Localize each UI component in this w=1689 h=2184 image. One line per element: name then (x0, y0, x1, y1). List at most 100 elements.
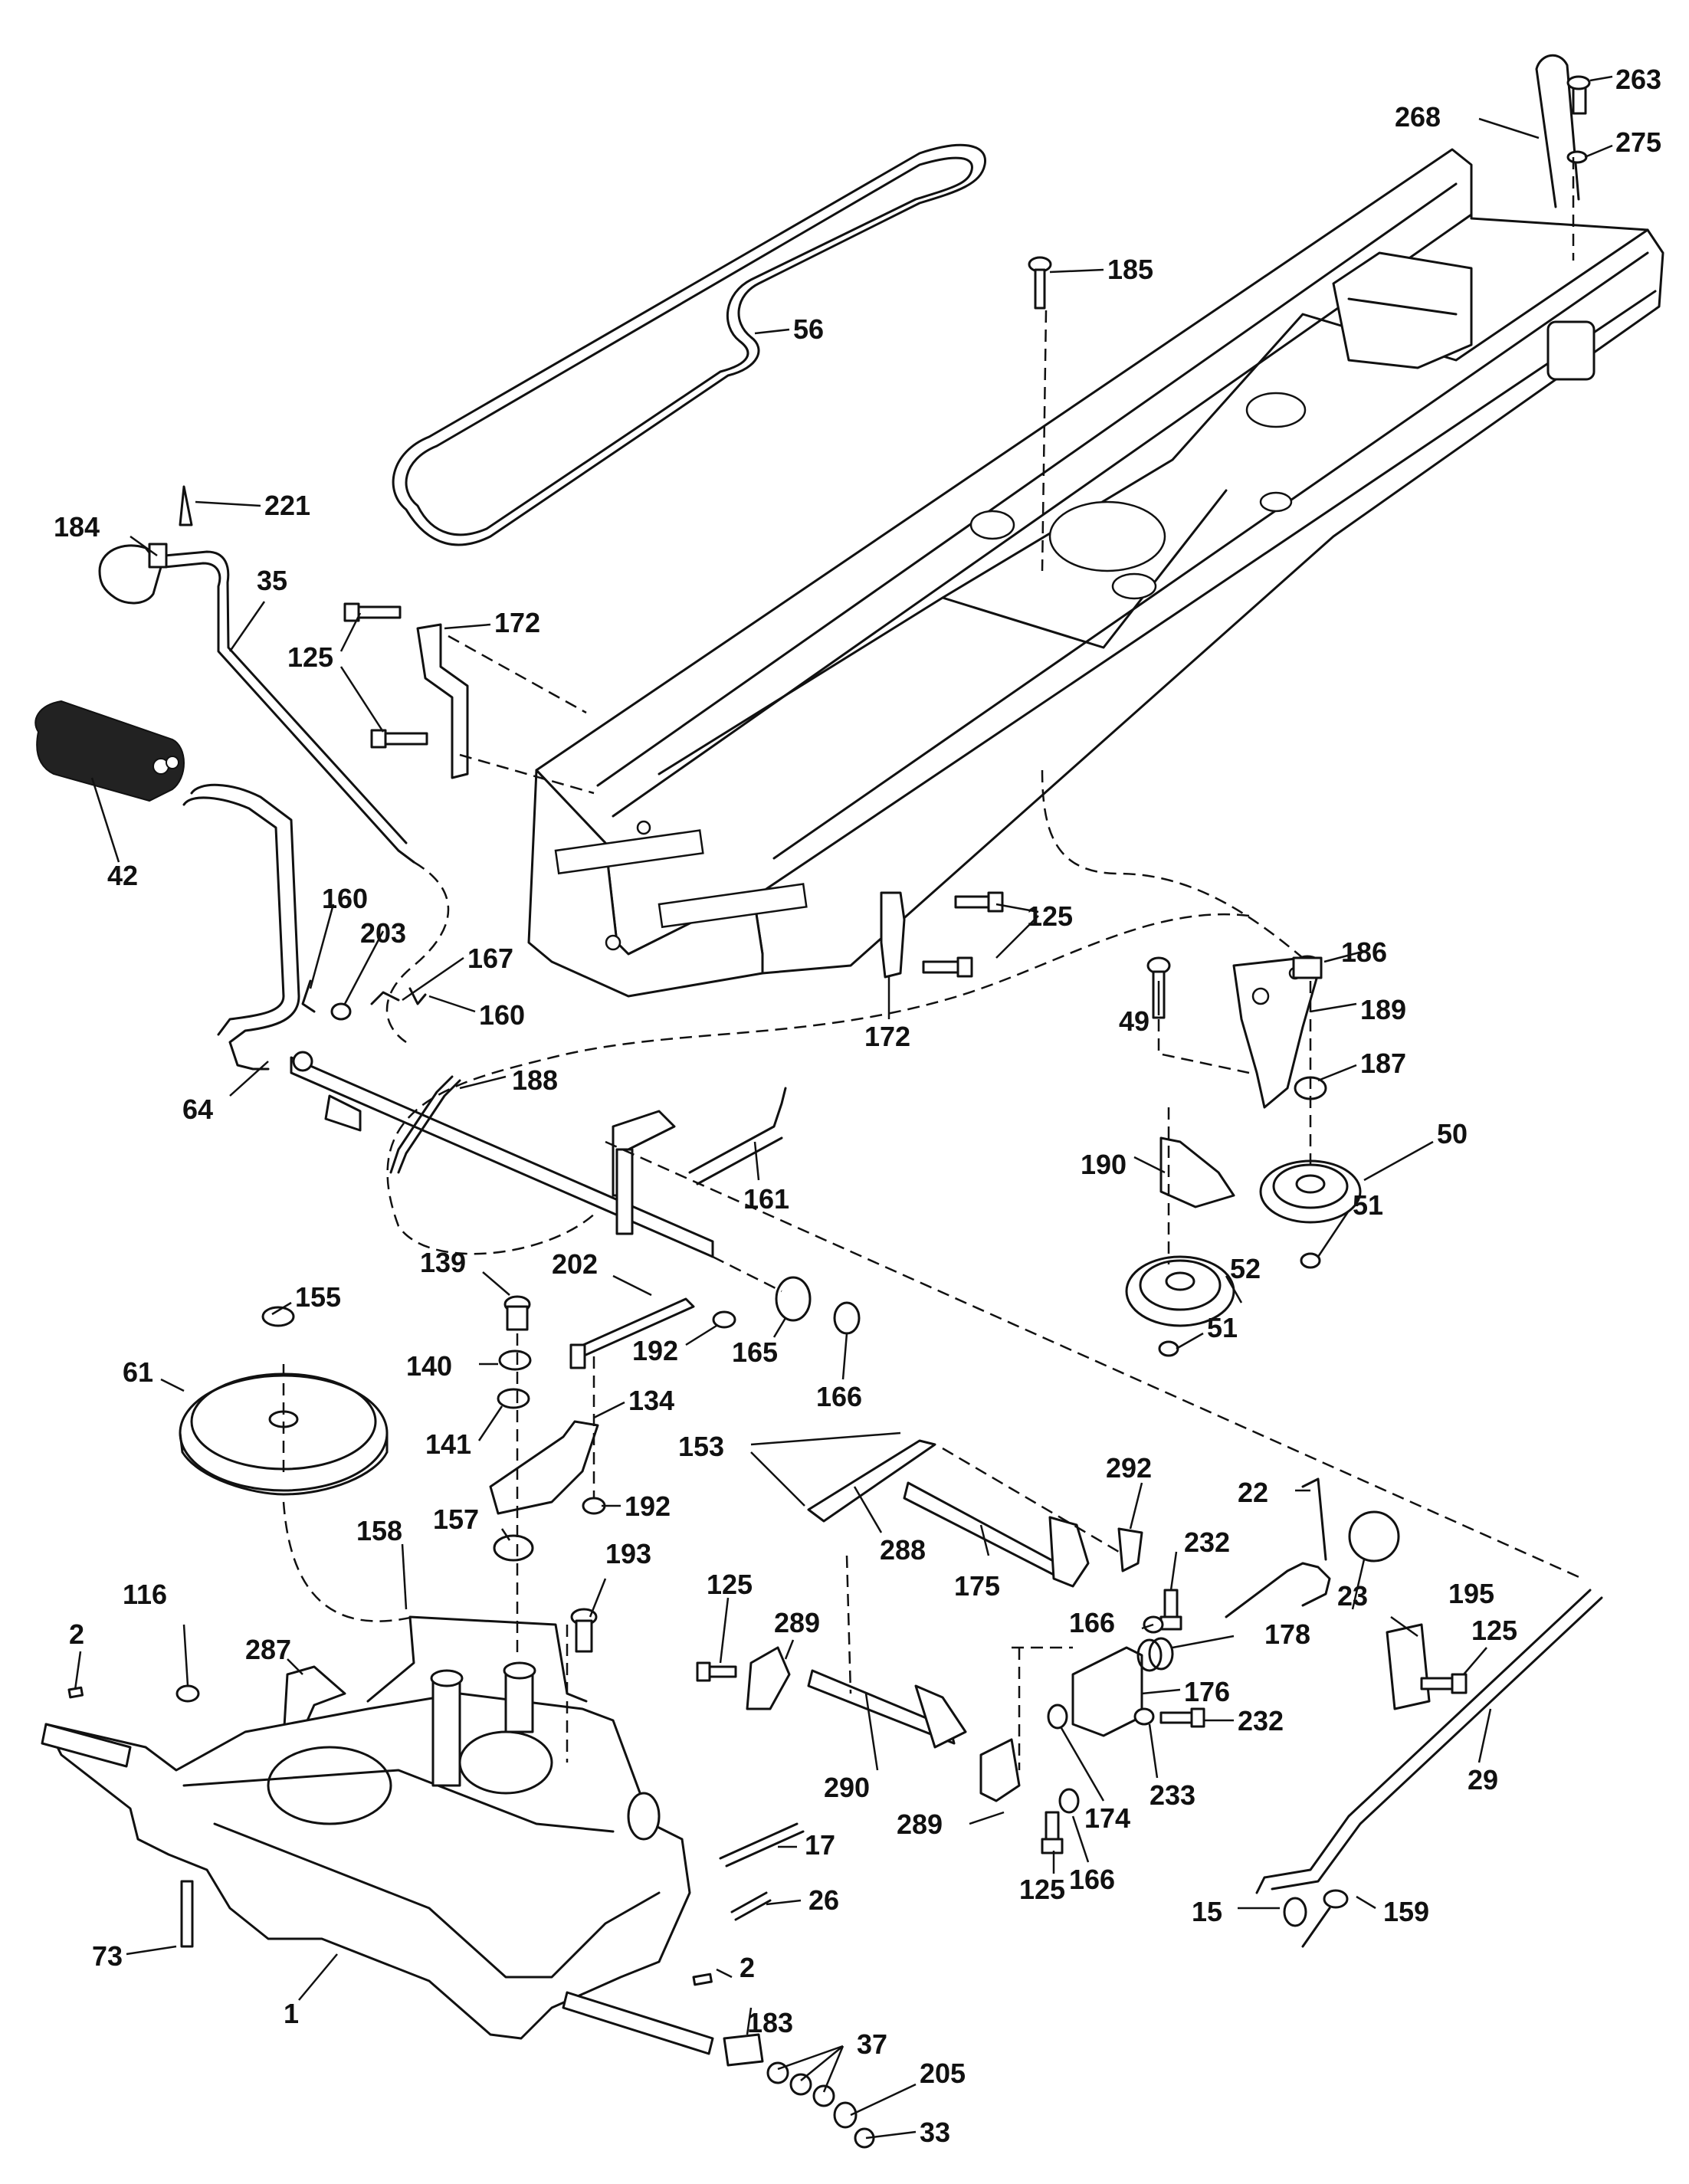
knob-184 (98, 543, 168, 605)
callout-166-upper: 166 (816, 1381, 862, 1412)
bolt-139 (503, 1295, 531, 1331)
callout-189: 189 (1360, 994, 1406, 1025)
callout-287: 287 (245, 1634, 291, 1665)
callout-205: 205 (920, 2058, 966, 2089)
callout-22: 22 (1238, 1477, 1268, 1508)
rod-29 (1255, 1589, 1603, 1894)
pedal-pad-42 (34, 700, 185, 802)
washer-166-lower (1058, 1788, 1080, 1814)
callout-125-right: 125 (1027, 900, 1073, 932)
callout-221: 221 (264, 490, 310, 521)
pulley-50 (1259, 1159, 1362, 1224)
bracket-134 (489, 1420, 599, 1515)
callout-labels: 263 268 275 185 56 221 184 35 172 125 42… (54, 64, 1661, 2148)
callout-134: 134 (628, 1385, 674, 1416)
callout-174: 174 (1084, 1802, 1130, 1834)
bushing-165 (775, 1276, 812, 1322)
callout-203: 203 (360, 917, 406, 949)
callout-125-bottom: 125 (1019, 1874, 1065, 1905)
callout-37: 37 (857, 2028, 887, 2060)
callout-289-upper: 289 (774, 1607, 820, 1638)
assembly-hidden-lines (282, 157, 1583, 1770)
callout-33: 33 (920, 2117, 950, 2148)
washer-275 (1566, 150, 1588, 164)
callout-141: 141 (425, 1428, 471, 1460)
callout-233: 233 (1150, 1779, 1195, 1811)
callout-160-right: 160 (479, 999, 525, 1031)
callout-292: 292 (1106, 1452, 1152, 1484)
callout-176: 176 (1184, 1676, 1230, 1707)
callout-195: 195 (1448, 1578, 1494, 1609)
callout-172-upper: 172 (494, 607, 540, 638)
callout-52: 52 (1230, 1253, 1261, 1284)
nut-116 (175, 1684, 200, 1703)
washer-174 (1047, 1704, 1068, 1730)
bolt-125-bottom (1041, 1811, 1064, 1854)
bracket-195 (1386, 1623, 1431, 1710)
callout-184: 184 (54, 511, 100, 543)
bracket-190 (1159, 1136, 1235, 1208)
callout-178: 178 (1264, 1618, 1310, 1650)
callout-153: 153 (678, 1431, 724, 1462)
nut-51-upper (1300, 1252, 1321, 1269)
parking-rod-35 (163, 550, 415, 864)
callout-166-mid: 166 (1069, 1607, 1115, 1638)
callout-192-upper: 192 (632, 1335, 678, 1366)
callout-232-upper: 232 (1184, 1527, 1230, 1558)
spacer-186 (1292, 955, 1323, 979)
callout-51-upper: 51 (1353, 1189, 1383, 1221)
callout-140: 140 (406, 1350, 452, 1382)
pin-159 (1301, 1889, 1349, 1948)
callout-185: 185 (1107, 254, 1153, 285)
washer-205 (833, 2101, 858, 2129)
callout-139: 139 (420, 1247, 466, 1278)
bolt-125-right (1420, 1673, 1468, 1694)
washer-233 (1133, 1707, 1155, 1726)
key-2-right (692, 1972, 713, 1986)
brake-pedal-64 (182, 783, 300, 1071)
spacer-183 (723, 2033, 764, 2067)
washer-37b (789, 2073, 812, 2096)
callout-190: 190 (1081, 1149, 1127, 1180)
spring-17 (719, 1822, 805, 1868)
callout-73: 73 (92, 1940, 123, 1972)
callout-165: 165 (732, 1336, 778, 1368)
callout-2-left: 2 (69, 1618, 84, 1650)
pulley-52 (1125, 1255, 1235, 1327)
callout-158: 158 (356, 1515, 402, 1546)
callout-23: 23 (1337, 1580, 1368, 1612)
callout-275: 275 (1615, 126, 1661, 158)
callout-172-lower: 172 (864, 1021, 910, 1052)
callout-155: 155 (295, 1281, 341, 1313)
bolt-193 (570, 1608, 598, 1653)
callout-232-lower: 232 (1238, 1705, 1284, 1736)
callout-49: 49 (1119, 1005, 1150, 1037)
nut-192 (582, 1497, 606, 1515)
bracket-176 (1071, 1646, 1143, 1737)
ring-23 (1348, 1510, 1400, 1563)
callout-61: 61 (123, 1356, 153, 1388)
bracket-292 (1117, 1527, 1143, 1572)
leader-lines (74, 75, 1613, 2140)
callout-35: 35 (257, 565, 287, 596)
spring-26 (730, 1891, 772, 1921)
snap-ring-155 (261, 1306, 295, 1327)
callout-159: 159 (1383, 1896, 1429, 1927)
callout-50: 50 (1437, 1118, 1468, 1149)
bolt-125-left-mid (696, 1661, 737, 1682)
callout-289-lower: 289 (897, 1809, 943, 1840)
bolt-232-lower (1159, 1707, 1205, 1728)
transaxle-1 (41, 1661, 714, 2055)
washer-37c (812, 2084, 835, 2107)
callout-56: 56 (793, 313, 824, 345)
control-rod-22 (1225, 1477, 1331, 1618)
callout-1: 1 (284, 1998, 299, 2029)
drive-belt-56 (392, 143, 986, 546)
spring-161 (688, 1087, 787, 1185)
callout-161: 161 (743, 1183, 789, 1215)
washer-141 (497, 1388, 530, 1409)
callout-288: 288 (880, 1534, 926, 1566)
callout-166-lower: 166 (1069, 1864, 1115, 1895)
callout-26: 26 (808, 1884, 839, 1916)
